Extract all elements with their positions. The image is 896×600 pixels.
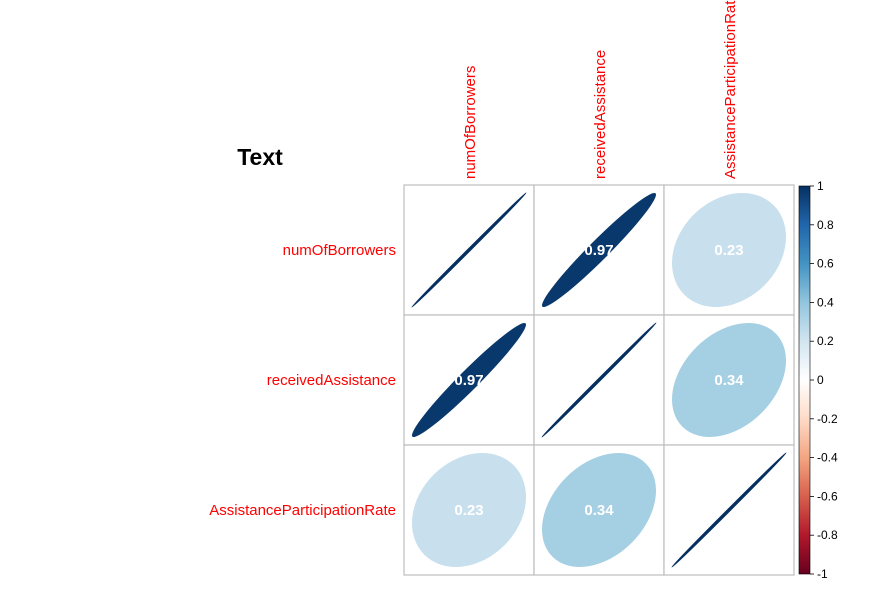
row-label-2: AssistanceParticipationRate <box>209 502 396 519</box>
column-labels: numOfBorrowers receivedAssistance Assistan… <box>462 0 739 179</box>
colorbar-tick-label-9: 0.8 <box>817 218 834 232</box>
colorbar-legend: -1 -0.8 -0.6 -0.4 -0.2 0 0.2 0.4 0.6 0.8 1 <box>798 179 838 581</box>
correlation-cells: 0.97 0.23 0.97 0.34 0.23 0.34 <box>403 184 795 576</box>
colorbar-tick-label-7: 0.4 <box>817 295 834 309</box>
colorbar-tick-label-10: 1 <box>817 179 824 193</box>
colorbar-gradient <box>798 185 811 575</box>
colorbar-tick-label-3: -0.4 <box>817 451 838 465</box>
ellipse-2-1 <box>542 453 656 567</box>
ellipse-0-2 <box>671 192 787 308</box>
ellipse-2-0 <box>411 452 527 568</box>
cell-value-1-2: 0.34 <box>714 372 744 389</box>
ellipse-1-1 <box>541 322 657 438</box>
column-label-2: AssistanceParticipationRate <box>722 0 739 179</box>
row-label-0: numOfBorrowers <box>283 242 396 259</box>
colorbar-tick-label-4: -0.2 <box>817 412 838 426</box>
colorbar-tick-label-6: 0.2 <box>817 334 834 348</box>
ellipse-2-2 <box>671 452 787 568</box>
row-label-1: receivedAssistance <box>267 372 396 389</box>
cell-value-2-0: 0.23 <box>454 502 483 519</box>
ellipse-1-2 <box>672 323 786 437</box>
ellipse-0-0 <box>411 192 527 308</box>
ellipse-0-1 <box>542 193 656 307</box>
colorbar-tick-label-1: -0.8 <box>817 528 838 542</box>
ellipse-1-0 <box>412 323 526 437</box>
cell-value-0-2: 0.23 <box>714 242 743 259</box>
colorbar-tick-label-5: 0 <box>817 373 824 387</box>
chart-title: Text <box>237 144 283 170</box>
colorbar-tick-label-0: -1 <box>817 567 828 581</box>
cell-value-1-0: 0.97 <box>454 372 483 389</box>
row-labels: numOfBorrowers receivedAssistanceAssistan… <box>209 242 396 519</box>
colorbar-tick-label-2: -0.6 <box>817 489 838 503</box>
colorbar-tick-label-8: 0.6 <box>817 257 834 271</box>
column-label-0: numOfBorrowers <box>462 66 479 179</box>
column-label-1: receivedAssistance <box>592 50 609 179</box>
cell-value-2-1: 0.34 <box>584 502 614 519</box>
cell-value-0-1: 0.97 <box>584 242 613 259</box>
